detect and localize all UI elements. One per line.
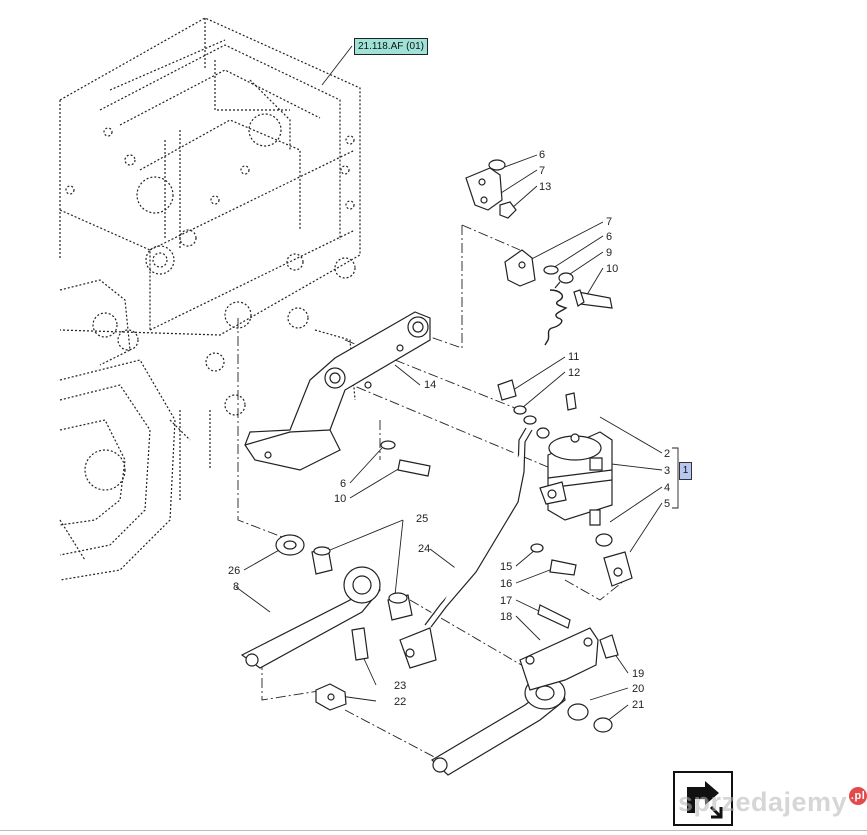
callout-number: 6 xyxy=(606,231,612,243)
callout-number: 15 xyxy=(500,561,512,573)
callout-number: 20 xyxy=(632,683,644,695)
callout-number: 17 xyxy=(500,595,512,607)
lever-arm-8 xyxy=(240,534,413,711)
control-rod-24 xyxy=(399,427,533,669)
callout-number: 25 xyxy=(416,513,428,525)
lever-bracket-14 xyxy=(244,311,431,471)
callout-number: 6 xyxy=(340,478,346,490)
callout-number: 24 xyxy=(418,543,430,555)
callout-number: 13 xyxy=(539,181,551,193)
callout-number: 4 xyxy=(664,482,670,494)
callout-number: 26 xyxy=(228,565,240,577)
callout-number: 2 xyxy=(664,448,670,460)
group-number-label[interactable]: 1 xyxy=(679,462,692,480)
watermark: sprzedajemy.pl xyxy=(678,787,867,818)
callout-number: 7 xyxy=(539,165,545,177)
callout-number: 9 xyxy=(606,247,612,259)
callout-number: 12 xyxy=(568,367,580,379)
reference-link-label[interactable]: 21.118.AF (01) xyxy=(354,38,428,55)
leader-lines xyxy=(235,45,679,723)
callout-number: 10 xyxy=(334,493,346,505)
callout-number: 22 xyxy=(394,696,406,708)
callout-number: 8 xyxy=(233,581,239,593)
assembly-guide-lines xyxy=(237,224,626,761)
callout-number: 11 xyxy=(568,351,579,363)
callout-number: 5 xyxy=(664,498,670,510)
watermark-suffix: .pl xyxy=(849,787,867,805)
next-page-arrow-icon xyxy=(687,781,723,819)
callout-number: 3 xyxy=(664,465,670,477)
callout-number: 10 xyxy=(606,263,618,275)
callout-number: 23 xyxy=(394,680,406,692)
hydraulic-cylinder xyxy=(497,379,633,587)
callout-number: 14 xyxy=(424,379,436,391)
callout-number: 21 xyxy=(632,699,644,711)
upper-bracket xyxy=(465,159,517,219)
bottom-divider xyxy=(0,830,867,831)
next-page-arrow-button[interactable] xyxy=(673,771,733,826)
callout-number: 6 xyxy=(539,149,545,161)
watermark-text: sprzedajemy xyxy=(678,787,848,817)
callout-number: 16 xyxy=(500,578,512,590)
transmission-housing xyxy=(59,17,361,581)
callout-numbers: 6 7 13 7 6 9 10 11 12 14 2 3 4 5 6 10 25… xyxy=(228,149,670,711)
spring-assembly xyxy=(504,249,613,346)
callout-number: 19 xyxy=(632,668,644,680)
lever-arm-18 xyxy=(380,440,619,776)
callout-number: 18 xyxy=(500,611,512,623)
callout-number: 7 xyxy=(606,216,612,228)
